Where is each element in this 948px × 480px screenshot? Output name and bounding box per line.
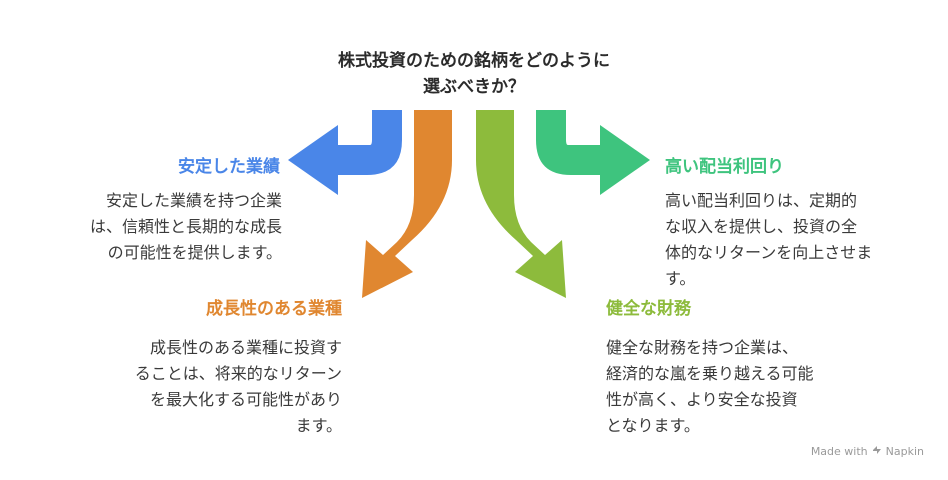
arrow-orange <box>362 110 452 298</box>
text-line: を最大化する可能性があり <box>149 390 342 409</box>
text-line: ます。 <box>295 416 342 435</box>
text-line: な収入を提供し、投資の全 <box>665 217 858 236</box>
text-line: 体的なリターンを向上させま <box>665 243 873 262</box>
text-line: 健全な財務を持つ企業は、 <box>606 338 799 357</box>
text-sound-finance: 健全な財務を持つ企業は、 経済的な嵐を乗り越える可能 性が高く、より安全な投資 … <box>606 335 896 439</box>
text-line: の可能性を提供します。 <box>107 243 282 262</box>
text-line: ることは、将来的なリターン <box>134 364 342 383</box>
heading-stable-performance: 安定した業績 <box>178 157 280 177</box>
text-line: す。 <box>665 269 696 288</box>
text-line: となります。 <box>606 416 700 435</box>
heading-growth-industry: 成長性のある業種 <box>206 299 342 319</box>
arrow-lightgreen <box>476 110 566 298</box>
footer-credit[interactable]: Made with Napkin <box>811 445 924 458</box>
diagram-title: 株式投資のための銘柄をどのように 選ぶべきか？ <box>274 48 674 100</box>
text-line: は、信頼性と長期的な成長 <box>89 217 282 236</box>
napkin-logo-icon <box>872 445 882 458</box>
text-line: 高い配当利回りは、定期的 <box>665 191 858 210</box>
text-line: 成長性のある業種に投資す <box>149 338 342 357</box>
title-line-2: 選ぶべきか？ <box>423 77 525 97</box>
title-line-1: 株式投資のための銘柄をどのように <box>338 51 610 71</box>
brand-label: Napkin <box>885 445 924 458</box>
text-high-dividend: 高い配当利回りは、定期的 な収入を提供し、投資の全 体的なリターンを向上させま … <box>665 188 925 292</box>
made-with-label: Made with <box>810 445 868 458</box>
arrow-blue <box>288 110 402 195</box>
heading-high-dividend: 高い配当利回り <box>665 157 784 177</box>
text-line: 性が高く、より安全な投資 <box>606 390 798 409</box>
text-growth-industry: 成長性のある業種に投資す ることは、将来的なリターン を最大化する可能性があり … <box>60 335 342 439</box>
text-line: 経済的な嵐を乗り越える可能 <box>606 364 814 383</box>
heading-sound-finance: 健全な財務 <box>606 299 691 319</box>
text-stable-performance: 安定した業績を持つ企業 は、信頼性と長期的な成長 の可能性を提供します。 <box>30 188 282 266</box>
arrow-green <box>536 110 650 195</box>
text-line: 安定した業績を持つ企業 <box>105 191 282 210</box>
